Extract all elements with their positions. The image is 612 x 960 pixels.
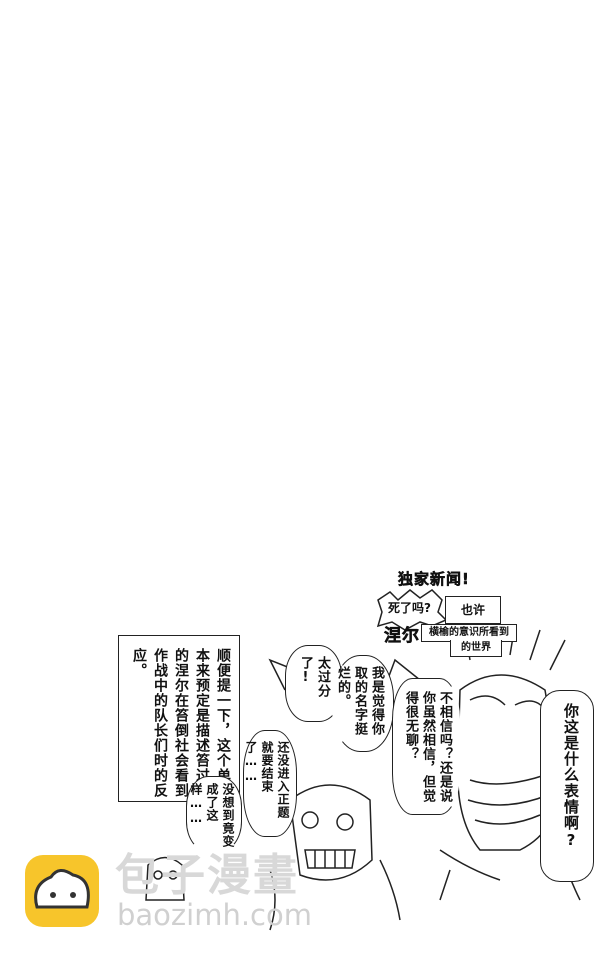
speech-bubble: 没想到竟变成了这样…… — [186, 776, 242, 852]
speech-bubble: 不相信吗？还是说你虽然相信，但觉得很无聊？ — [392, 678, 460, 815]
face-drawing — [289, 784, 373, 881]
speech-bubble: 还没进入正题就要结束了…… — [243, 730, 297, 837]
headline-burst: 死了吗? — [388, 601, 431, 615]
watermark-brand: 包子漫畫 — [115, 850, 299, 901]
bubble-text: 没想到竟变成了这样…… — [189, 783, 235, 848]
face-drawing — [145, 856, 185, 901]
speech-bubble: 我是觉得你取的名字挺烂的。 — [332, 655, 394, 752]
watermark-url: baozimh.com — [117, 898, 312, 932]
burst-outline — [376, 589, 448, 631]
narration-box: 顺便提一下，这个单元本来预定是描述笞过去的涅尔在笞倒社会看到作战中的队长们时的反… — [118, 635, 240, 802]
bubble-text: 太过分了! — [298, 656, 330, 698]
bubble-text: 我是觉得你取的名字挺烂的。 — [335, 666, 384, 736]
baozi-logo-icon — [25, 855, 99, 927]
narration-text: 顺便提一下，这个单元本来预定是描述笞过去的涅尔在笞倒社会看到作战中的队长们时的反… — [131, 648, 231, 798]
bubble-text: 还没进入正题就要结束了…… — [244, 741, 290, 819]
headline-caption-2: 的世界 — [450, 640, 502, 657]
headline-name: 涅尔 — [384, 626, 420, 647]
headline-title: 独家新闻! — [398, 570, 470, 589]
bubble-text: 不相信吗？还是说你虽然相信，但觉得很无聊？ — [403, 691, 452, 803]
headline-maybe: 也许 — [445, 596, 501, 624]
bubble-text: 你这是什么表情啊? — [562, 703, 580, 850]
speech-bubble: 你这是什么表情啊? — [540, 690, 594, 882]
